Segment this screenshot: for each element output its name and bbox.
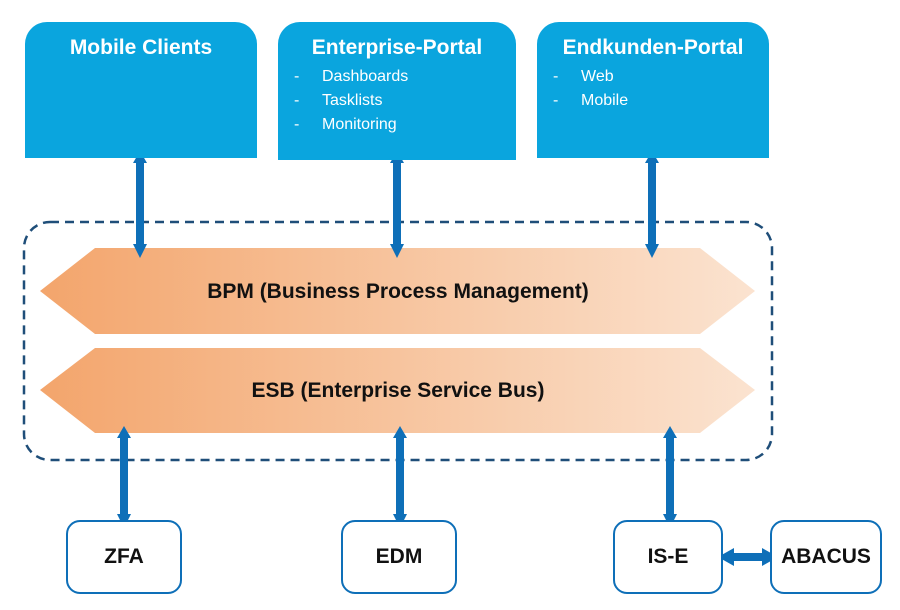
arrow-esb-is-e [663,426,677,528]
edm-box: EDM [341,520,457,594]
mobile-clients-box: Mobile Clients [25,22,257,158]
is-e-box: IS-E [613,520,723,594]
enterprise-portal-list: -Dashboards -Tasklists -Monitoring [294,65,408,137]
mobile-clients-title: Mobile Clients [69,36,213,59]
list-item: -Monitoring [294,116,397,133]
abacus-box: ABACUS [770,520,882,594]
arrow-esb-edm [393,426,407,528]
bpm-band [40,248,755,334]
list-item: -Dashboards [294,68,409,85]
endkunden-portal-box: Endkunden-Portal -Web -Mobile [537,22,769,158]
list-item: -Mobile [553,92,629,109]
endkunden-portal-list: -Web -Mobile [553,65,628,113]
enterprise-portal-box: Enterprise-Portal -Dashboards -Tasklists… [278,22,516,160]
arrow-is-e-abacus [718,548,778,566]
arrow-enterprise-portal-bpm [390,151,404,258]
esb-label: ESB (Enterprise Service Bus) [251,379,545,402]
enterprise-portal-title: Enterprise-Portal [311,36,483,59]
list-item: -Tasklists [294,92,383,109]
arrow-endkunden-portal-bpm [645,151,659,258]
esb-band [40,348,755,433]
bpm-label: BPM (Business Process Management) [207,280,589,303]
zfa-box: ZFA [66,520,182,594]
arrow-mobile-clients-bpm [133,151,147,258]
arrow-esb-zfa [117,426,131,528]
endkunden-portal-title: Endkunden-Portal [562,36,744,59]
list-item: -Web [553,68,614,85]
